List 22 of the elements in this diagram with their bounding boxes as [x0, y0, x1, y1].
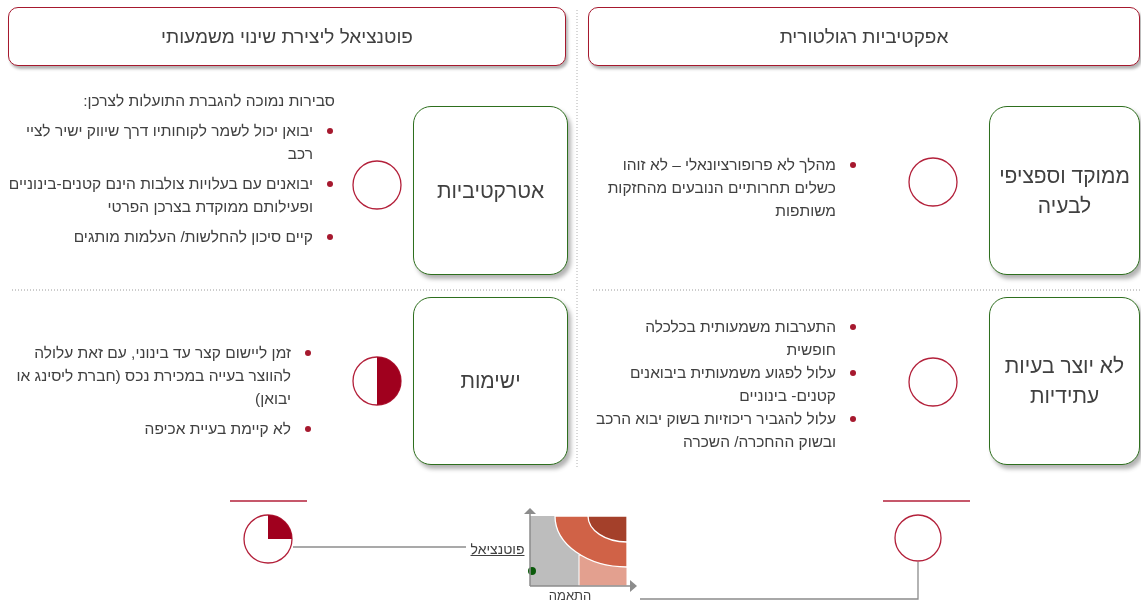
- bullet-text: זמן ליישום קצר עד בינוני, עם זאת עלולה להווצר בעייה במכירת נכס (חברת ליסינג או יבואן): [13, 341, 313, 410]
- bullet-text: יבואן יכול לשמר לקוחותיו דרך שיווק ישיר לציי רכב: [5, 119, 335, 165]
- category-box: ממוקד וספציפי לבעיה: [989, 106, 1140, 275]
- category-box: ישימות: [413, 297, 568, 465]
- bullet-text: קיים סיכון להחלשות/ העלמות מותגים: [5, 225, 335, 248]
- axis-label: פוטנציאל: [466, 538, 529, 560]
- bullet-text: יבואנים עם בעלויות צולבות הינם קטנים-בינוניים ופעילותם ממוקדת בצרכן הפרטי: [5, 172, 335, 218]
- harvey-ball-icon: [894, 514, 942, 562]
- leader-line: [639, 561, 919, 600]
- harvey-ball-icon: [243, 514, 293, 564]
- category-box: אטרקטיביות: [413, 106, 568, 275]
- axis-label: התאמה: [547, 588, 593, 603]
- header-box: פוטנציאל ליצירת שינוי משמעותי: [8, 7, 566, 66]
- bullet-text: מהלך לא פרופורציונאלי – לא זוהו כשלים תחרותיים הנובעים מהחזקות משותפות: [603, 153, 858, 222]
- bullet-text: עלול להגביר ריכוזיות בשוק יבוא הרכב ובשוק ההחכרה/ השכרה: [593, 407, 858, 453]
- header-box: אפקטיביות רגולטורית: [588, 7, 1140, 66]
- intro-text: סבירות נמוכה להגברת התועלות לצרכן:: [82, 91, 335, 111]
- bullet-text: לא קיימת בעיית אכיפה: [13, 417, 313, 440]
- category-box: לא יוצר בעיות עתידיות: [989, 297, 1140, 465]
- bullet-text: עלול לפגוע משמעותית ביבואנים קטנים- בינוניים: [593, 361, 858, 407]
- leader-line: [292, 546, 467, 548]
- bullet-text: התערבות משמעותית בכלכלה חופשית: [593, 315, 858, 361]
